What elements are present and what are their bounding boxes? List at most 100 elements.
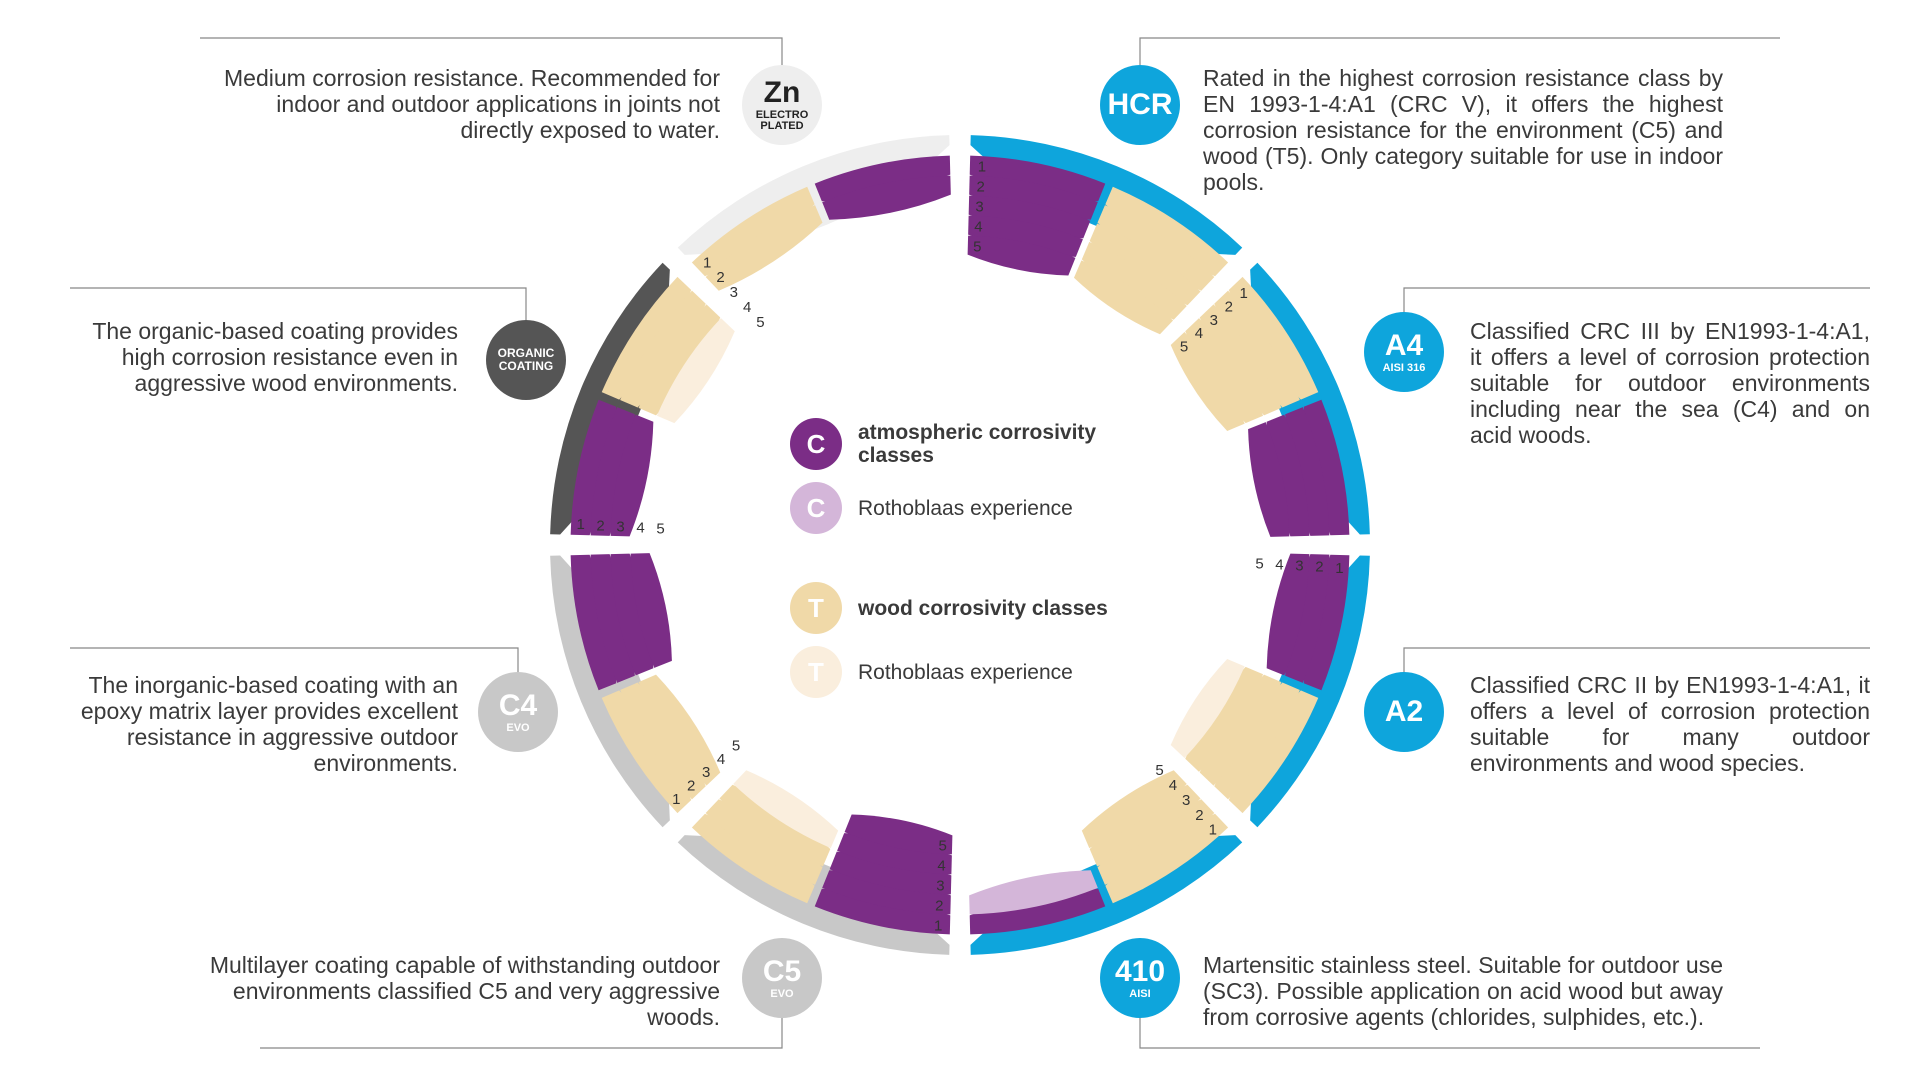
aisi410-wood-class-3 bbox=[1089, 784, 1201, 867]
hcr-wood-class-2 bbox=[1097, 205, 1215, 291]
a4-badge-icon: A4 AISI 316 bbox=[1364, 312, 1444, 392]
c4-wood-class-1 bbox=[601, 690, 692, 814]
c5-class-number-3: 3 bbox=[936, 877, 944, 894]
c4-wood-class-3 bbox=[638, 674, 721, 786]
zn-wood-class-1 bbox=[691, 186, 815, 277]
aisi410-atmospheric-class-1 bbox=[969, 888, 1106, 935]
zn-atmospheric-class-2 bbox=[822, 175, 951, 220]
hcr-leader-line bbox=[1139, 37, 1780, 65]
a2-class-number-3: 3 bbox=[1295, 558, 1303, 575]
atmospheric-class-icon: C bbox=[790, 418, 842, 470]
organic-wood-class-2 bbox=[620, 290, 706, 408]
hcr-wood-class-3 bbox=[1089, 223, 1201, 306]
a4-wood-class-4 bbox=[1185, 318, 1264, 424]
organic-atmospheric-class-1 bbox=[570, 399, 617, 536]
c5-class-number-2: 2 bbox=[935, 897, 943, 914]
a4-atmospheric-class-3 bbox=[1266, 414, 1310, 537]
c4-leader-line bbox=[70, 647, 519, 672]
hcr-atmospheric-class-1 bbox=[969, 155, 1106, 202]
a4-atmospheric-class-1 bbox=[1303, 399, 1350, 536]
hcr-wood-class-1 bbox=[1105, 186, 1229, 277]
a4-class-number-5: 5 bbox=[1180, 338, 1188, 355]
c4-class-number-1: 1 bbox=[672, 791, 680, 808]
zn-leader-line bbox=[200, 37, 783, 65]
a2-class-number-1: 1 bbox=[1335, 560, 1343, 577]
hcr-wood-class-5 bbox=[1073, 260, 1174, 335]
zn-description: Medium corrosion resistance. Recommended… bbox=[224, 65, 720, 143]
c5-atmospheric-class-4 bbox=[837, 833, 952, 875]
hcr-atmospheric-class-4 bbox=[968, 215, 1083, 257]
a2-class-number-2: 2 bbox=[1315, 559, 1323, 576]
zn-class-number-5: 5 bbox=[756, 314, 764, 331]
a2-atmospheric-class-1 bbox=[1303, 554, 1350, 691]
a2-description: Classified CRC II by EN1993-1-4:A1, it o… bbox=[1470, 672, 1870, 776]
a2-class-number-5: 5 bbox=[1255, 555, 1263, 572]
a2-wood-class-3 bbox=[1199, 674, 1282, 786]
c4-evo-badge-icon: C4 EVO bbox=[478, 672, 558, 752]
organic-leader-line bbox=[70, 287, 527, 320]
c4-atmospheric-class-3 bbox=[610, 553, 654, 676]
zn-wood-class-2 bbox=[705, 205, 823, 291]
a2-leader-line bbox=[1403, 647, 1870, 672]
aisi410-atmospheric-class-2 bbox=[969, 870, 1098, 915]
c5-atmospheric-class-2 bbox=[822, 870, 951, 915]
organic-wood-class-1 bbox=[601, 276, 692, 400]
zn-class-number-2: 2 bbox=[716, 269, 724, 286]
a4-class-number-3: 3 bbox=[1210, 312, 1218, 329]
hcr-class-number-4: 4 bbox=[974, 219, 982, 236]
legend-wood-experience: T Rothoblaas experience bbox=[790, 646, 1148, 698]
hcr-atmospheric-class-3 bbox=[968, 195, 1091, 239]
c4-class-number-5: 5 bbox=[732, 738, 740, 755]
a2-class-number-4: 4 bbox=[1275, 556, 1283, 573]
c4-wood-class-2 bbox=[620, 682, 706, 800]
c4-evo-description: The inorganic-based coating with an epox… bbox=[80, 672, 458, 776]
a4-leader-line bbox=[1403, 287, 1870, 312]
c5-class-number-1: 1 bbox=[934, 917, 942, 934]
hcr-description: Rated in the highest corrosion resistanc… bbox=[1203, 65, 1723, 195]
aisi410-class-number-5: 5 bbox=[1155, 762, 1163, 779]
zn-class-number-3: 3 bbox=[730, 284, 738, 301]
zn-class-number-4: 4 bbox=[743, 299, 751, 316]
c5-atmospheric-class-1 bbox=[814, 888, 951, 935]
a2-wood-class-1 bbox=[1228, 690, 1319, 814]
aisi410-description: Martensitic stainless steel. Suitable fo… bbox=[1203, 952, 1723, 1030]
legend-atmospheric-experience-label: Rothoblaas experience bbox=[858, 496, 1073, 520]
c4-class-number-2: 2 bbox=[687, 777, 695, 794]
c5-class-number-5: 5 bbox=[939, 838, 947, 855]
aisi410-leader-line bbox=[1139, 1018, 1760, 1049]
a4-wood-class-3 bbox=[1199, 304, 1282, 416]
zn-class-number-1: 1 bbox=[703, 254, 711, 271]
a4-wood-class-2 bbox=[1214, 290, 1300, 408]
organic-class-number-5: 5 bbox=[656, 521, 664, 538]
c4-atmospheric-class-1 bbox=[570, 554, 617, 691]
hcr-badge-icon: HCR bbox=[1100, 65, 1180, 145]
aisi410-class-number-3: 3 bbox=[1182, 792, 1190, 809]
a4-class-number-2: 2 bbox=[1225, 299, 1233, 316]
hcr-class-number-3: 3 bbox=[975, 199, 983, 216]
hcr-class-number-5: 5 bbox=[973, 238, 981, 255]
hcr-class-number-1: 1 bbox=[978, 159, 986, 176]
c5-atmospheric-class-5 bbox=[844, 814, 953, 855]
aisi410-wood-class-4 bbox=[1081, 770, 1187, 849]
wood-class-icon: T bbox=[790, 582, 842, 634]
hcr-class-number-2: 2 bbox=[977, 179, 985, 196]
legend-atmospheric-experience: C Rothoblaas experience bbox=[790, 482, 1148, 534]
a2-atmospheric-class-2 bbox=[1285, 554, 1330, 683]
a4-class-number-1: 1 bbox=[1240, 285, 1248, 302]
aisi410-class-number-2: 2 bbox=[1195, 807, 1203, 824]
c4-atmospheric-class-2 bbox=[590, 554, 635, 683]
aisi410-class-number-4: 4 bbox=[1169, 777, 1177, 794]
aisi410-wood-class-1 bbox=[1105, 813, 1229, 904]
c5-leader-line bbox=[260, 1018, 783, 1049]
atmospheric-experience-icon: C bbox=[790, 482, 842, 534]
a4-atmospheric-class-4 bbox=[1248, 422, 1290, 537]
organic-coating-description: The organic-based coating provides high … bbox=[92, 318, 458, 396]
c5-wood-class-1 bbox=[691, 813, 815, 904]
aisi410-wood-class-2 bbox=[1097, 799, 1215, 885]
c4-class-number-3: 3 bbox=[702, 764, 710, 781]
a4-wood-class-5 bbox=[1170, 331, 1245, 432]
aisi410-badge-icon: 410 AISI bbox=[1100, 938, 1180, 1018]
legend-wood: T wood corrosivity classes bbox=[790, 582, 1148, 634]
